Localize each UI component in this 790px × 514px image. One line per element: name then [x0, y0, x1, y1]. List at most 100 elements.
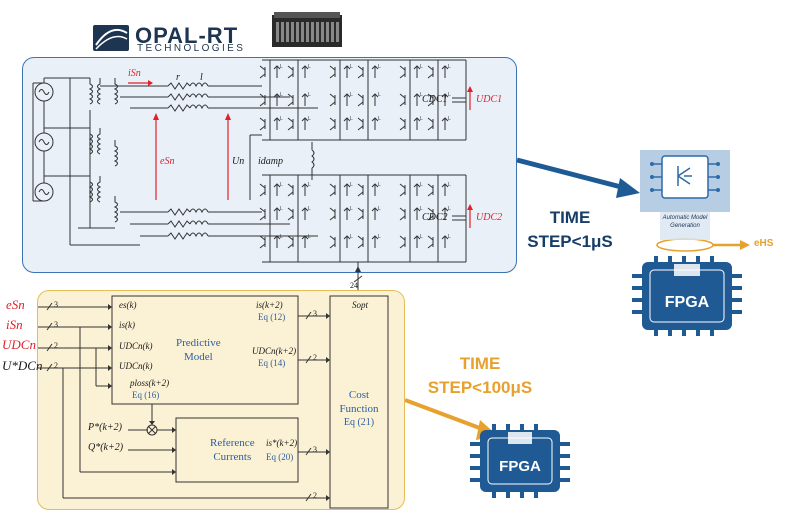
cost-function-eq21: Eq (21): [343, 417, 375, 428]
model-generation-chip-icon: [640, 150, 730, 240]
predictive-model-title-line2: Model: [183, 351, 213, 363]
time-step-1us-line2: STEP<1μS: [527, 232, 613, 251]
time-step-100us: TIME STEP<100μS: [420, 352, 540, 400]
igbt-switch-label: L: [280, 182, 283, 188]
igbt-switch-label: L: [378, 234, 381, 240]
igbt-switch-label: L: [350, 182, 353, 188]
igbt-switch-label: L: [308, 64, 311, 70]
fpga-chip-small-icon: [470, 424, 570, 498]
igbt-switch-label: L: [420, 92, 423, 98]
igbt-switch-label: L: [448, 92, 451, 98]
igbt-switch-label: L: [448, 182, 451, 188]
pm-in-es: es(k): [119, 300, 137, 310]
igbt-switch-label: L: [420, 206, 423, 212]
cdc1-label: CDC1: [422, 94, 448, 105]
cdc2-label: CDC2: [422, 212, 448, 223]
pm-in-udc: UDCn(k): [119, 341, 153, 351]
time-step-1us-line1: TIME: [549, 208, 591, 227]
pm-out-is: is(k+2): [256, 300, 283, 310]
un-voltage-label: Un: [232, 156, 245, 167]
amg-label-line1: Automatic Model: [662, 215, 708, 221]
pm-in-is: is(k): [119, 320, 135, 330]
igbt-switch-label: L: [280, 234, 283, 240]
time-step-100us-line1: TIME: [459, 354, 501, 373]
esn-voltage-label: eSn: [160, 156, 175, 167]
igbt-switch-label: L: [378, 116, 381, 122]
bus-width-is-ref-out: 3: [313, 445, 317, 454]
pm-out-udc: UDCn(k+2): [252, 346, 297, 356]
rc-out: is*(k+2): [266, 438, 298, 448]
input-isn-label: iSn: [6, 317, 23, 332]
time-step-1us: TIME STEP<1μS: [520, 206, 620, 254]
rc-q-in: Q*(k+2): [88, 442, 124, 453]
isn-current-label: iSn: [128, 68, 141, 79]
fpga-small-label: FPGA: [499, 458, 541, 475]
predictive-model-title: Predictive Model: [176, 336, 221, 364]
bus-width-24: 24: [350, 281, 358, 290]
resistor-label: r: [176, 72, 180, 83]
reference-currents-title-line2: Currents: [213, 451, 252, 463]
bus-width-udcn: 2: [54, 341, 58, 350]
igbt-switch-label: L: [280, 206, 283, 212]
bus-width-isn: 3: [54, 320, 58, 329]
amg-label-line2: Generation: [670, 223, 700, 229]
igbt-switch-label: L: [350, 116, 353, 122]
rc-eq20: Eq (20): [266, 452, 294, 462]
igbt-switch-label: L: [448, 206, 451, 212]
simulator-hardware-icon: [272, 12, 342, 47]
igbt-switch-label: L: [448, 64, 451, 70]
bus-width-is-out: 3: [313, 309, 317, 318]
igbt-switch-label: L: [420, 234, 423, 240]
pm-ploss: ploss(k+2): [130, 378, 170, 388]
igbt-switch-label: L: [308, 182, 311, 188]
input-udcn-label: UDCn: [2, 337, 36, 352]
igbt-switch-label: L: [420, 116, 423, 122]
igbt-switch-label: L: [308, 116, 311, 122]
reference-currents-title-line1: Reference: [210, 437, 255, 449]
inductor-label: l: [200, 72, 203, 83]
igbt-switch-label: L: [350, 206, 353, 212]
pm-eq14: Eq (14): [258, 358, 286, 368]
igbt-switch-label: L: [280, 64, 283, 70]
predictive-model-title-line1: Predictive: [176, 337, 221, 349]
igbt-switch-label: L: [378, 64, 381, 70]
logo-subtitle: TECHNOLOGIES: [137, 43, 246, 54]
time-step-100us-line2: STEP<100μS: [427, 378, 533, 397]
igbt-switch-label: L: [308, 234, 311, 240]
fpga-chip-icon: [632, 256, 742, 336]
bus-width-udc-ref-out: 2: [313, 491, 317, 500]
igbt-switch-label: L: [350, 234, 353, 240]
rc-p-in: P*(k+2): [88, 422, 122, 433]
amg-label: Automatic Model Generation: [640, 214, 730, 230]
input-udcn-ref-label: U*DCn: [2, 358, 43, 373]
ehs-label: eHS: [754, 238, 774, 249]
igbt-switch-label: L: [420, 64, 423, 70]
igbt-switch-label: L: [308, 92, 311, 98]
logo-name: OPAL-RT: [135, 23, 239, 48]
cost-function-title-line2: Function: [339, 403, 379, 415]
igbt-switch-label: L: [448, 116, 451, 122]
reference-currents-title: Reference Currents: [210, 436, 255, 464]
fpga-label: FPGA: [664, 294, 710, 311]
igbt-switch-label: L: [280, 92, 283, 98]
bus-width-udcn-ref: 2: [54, 361, 58, 370]
igbt-switch-label: L: [350, 64, 353, 70]
cost-function-title-line1: Cost: [348, 389, 370, 401]
pm-eq12: Eq (12): [258, 312, 286, 322]
cf-sopt: Sopt: [352, 300, 369, 310]
idamp-label: idamp: [258, 156, 283, 167]
bus-width-udc-out: 2: [313, 353, 317, 362]
pm-in-udc-ref: UDCn(k): [119, 361, 153, 371]
cost-function-title: Cost Function Eq (21): [336, 388, 382, 430]
opal-rt-logo: OPAL-RT TECHNOLOGIES: [93, 23, 253, 55]
udc1-label: UDC1: [476, 94, 503, 105]
igbt-switch-label: L: [420, 182, 423, 188]
igbt-switch-label: L: [308, 206, 311, 212]
input-esn-label: eSn: [6, 297, 25, 312]
igbt-switch-label: L: [378, 206, 381, 212]
igbt-switch-label: L: [378, 182, 381, 188]
udc2-label: UDC2: [476, 212, 503, 223]
igbt-switch-label: L: [350, 92, 353, 98]
